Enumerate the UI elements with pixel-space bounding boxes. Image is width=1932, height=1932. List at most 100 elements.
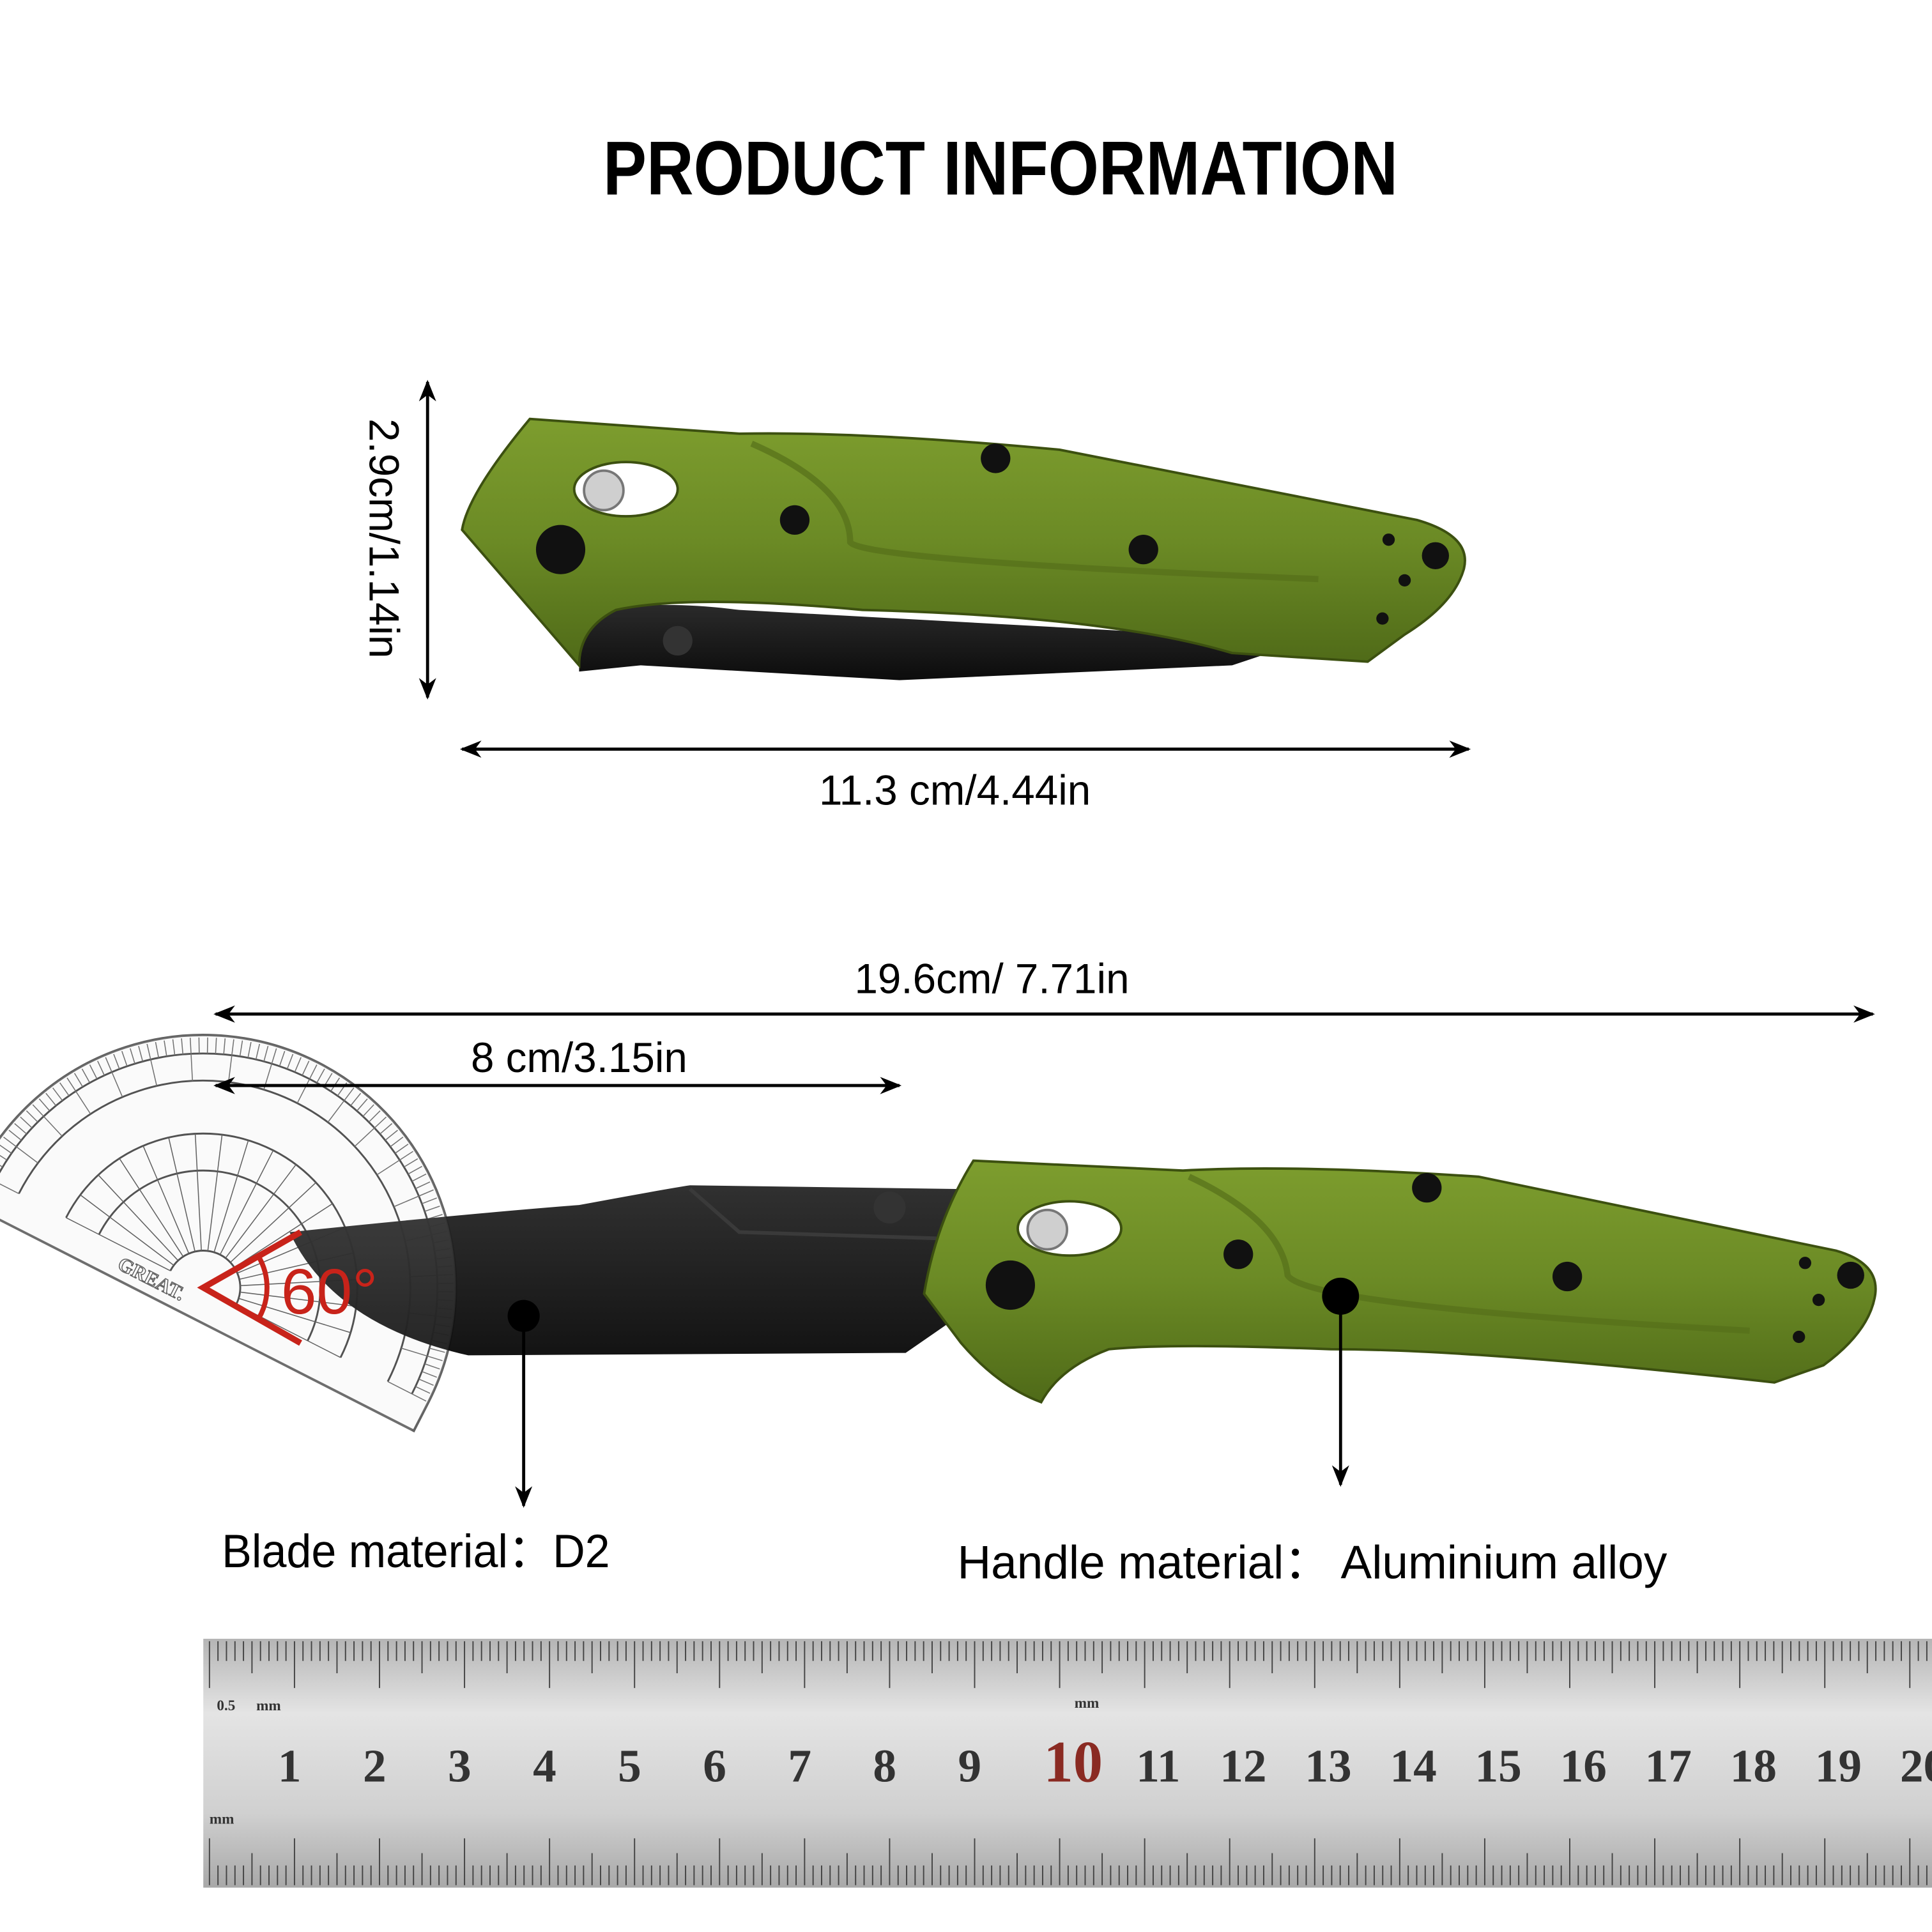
protractor-tick: [302, 1061, 310, 1076]
ruler-number: 7: [788, 1740, 811, 1792]
ruler-number: 11: [1136, 1740, 1180, 1792]
protractor-tick: [198, 1037, 200, 1054]
ruler-number: 9: [958, 1740, 981, 1792]
open-handle: [923, 1159, 1877, 1404]
protractor-tick: [429, 1347, 445, 1353]
ruler-number: 6: [703, 1740, 726, 1792]
protractor-ray: [238, 1298, 351, 1333]
protractor-tick: [263, 1045, 269, 1062]
ruler-unit-top: mm: [256, 1698, 281, 1714]
protractor-tick: [247, 1041, 252, 1058]
screw-icon: [779, 505, 810, 535]
protractor-tick: [45, 1092, 57, 1107]
protractor-tick: [0, 1144, 12, 1154]
protractor-ray: [80, 1194, 174, 1266]
protractor-tick: [385, 1130, 398, 1141]
ruler-number: 15: [1475, 1740, 1522, 1792]
blade-screw-icon: [873, 1191, 906, 1224]
protractor-tick: [294, 1057, 302, 1073]
ruler-number: 2: [363, 1740, 387, 1792]
ruler-number: 3: [448, 1740, 471, 1792]
blade-length-label: 8 cm/3.15in: [471, 1034, 687, 1081]
ruler-number: 1: [278, 1740, 302, 1792]
protractor-tick: [424, 1206, 440, 1212]
protractor-tick: [164, 1040, 167, 1057]
protractor-ray: [207, 1134, 223, 1252]
ruler-number: 5: [618, 1740, 641, 1792]
open-blade: [289, 1185, 974, 1356]
ruler-number: 19: [1815, 1740, 1862, 1792]
protractor-ray: [168, 1137, 195, 1252]
ruler-number: 20: [1900, 1740, 1932, 1792]
protractor-tick: [424, 1363, 440, 1370]
ruler-unit-mid: mm: [1075, 1695, 1100, 1712]
blade-callout-dot: [507, 1300, 540, 1332]
folded-length-label: 11.3 cm/4.44in: [819, 767, 1091, 813]
protractor-ray: [119, 1158, 184, 1257]
protractor-ray: [142, 1146, 190, 1254]
protractor-tick: [32, 1104, 63, 1137]
protractor-tick: [8, 1130, 22, 1141]
screw-icon: [1552, 1261, 1583, 1292]
protractor-tick: [362, 1104, 374, 1117]
ruler-number: 18: [1730, 1740, 1777, 1792]
protractor-tick: [227, 1039, 234, 1082]
ruler-unit-bottom: mm: [210, 1811, 234, 1827]
protractor-tick: [394, 1144, 409, 1154]
protractor-tick: [401, 1347, 443, 1361]
lock-pin: [1026, 1208, 1069, 1251]
protractor-tick: [138, 1045, 144, 1062]
protractor-ray: [66, 1217, 171, 1271]
protractor-tick: [206, 1037, 208, 1054]
protractor-tick: [26, 1110, 38, 1123]
protractor-tick: [181, 1038, 184, 1055]
protractor-ray: [213, 1140, 249, 1253]
screw-icon: [1422, 542, 1449, 569]
protractor-tick: [97, 1061, 105, 1076]
blade-screw-icon: [663, 625, 693, 656]
protractor-tick: [350, 1092, 362, 1107]
protractor-tick: [387, 1381, 427, 1402]
protractor-tick: [368, 1110, 381, 1123]
protractor-tick: [255, 1043, 261, 1060]
protractor-tick: [215, 1038, 217, 1054]
ruler-number: 14: [1390, 1740, 1436, 1792]
protractor-ray: [98, 1174, 179, 1261]
protractor-tick: [422, 1370, 437, 1378]
protractor-tick: [422, 1197, 437, 1204]
protractor-tick: [415, 1386, 431, 1394]
protractor-tick: [14, 1123, 27, 1135]
ruler-number: 12: [1220, 1740, 1266, 1792]
pivot-screw-icon: [535, 525, 586, 574]
protractor-tick: [89, 1064, 98, 1080]
protractor-tick: [3, 1137, 38, 1163]
protractor-tick: [113, 1054, 120, 1070]
overall-length-label: 19.6cm/ 7.71in: [854, 955, 1129, 1002]
folded-blade: [579, 604, 1307, 680]
protractor-ray: [194, 1133, 202, 1251]
angle-label: 60°: [281, 1256, 378, 1328]
ruler-half-label: 0.5: [217, 1698, 235, 1714]
protractor-tick: [376, 1151, 413, 1176]
protractor-tick: [286, 1054, 294, 1070]
protractor-tick: [155, 1041, 160, 1058]
protractor-tick: [52, 1087, 63, 1101]
ruler-number: 16: [1560, 1740, 1607, 1792]
protractor-tick: [418, 1378, 434, 1386]
ruler-number: 4: [533, 1740, 556, 1792]
protractor-tick: [66, 1077, 91, 1115]
folded-knife: [461, 417, 1466, 680]
ruler-number: 8: [873, 1740, 896, 1792]
screw-icon: [1128, 535, 1158, 565]
pivot-screw-icon: [985, 1260, 1035, 1310]
protractor-tick: [390, 1137, 404, 1147]
ruler-number: 10: [1044, 1730, 1103, 1795]
protractor-tick: [403, 1158, 418, 1168]
protractor-ray: [230, 1182, 317, 1263]
protractor-tick: [189, 1038, 194, 1081]
protractor-tick: [121, 1050, 128, 1067]
protractor-tick: [356, 1098, 368, 1112]
